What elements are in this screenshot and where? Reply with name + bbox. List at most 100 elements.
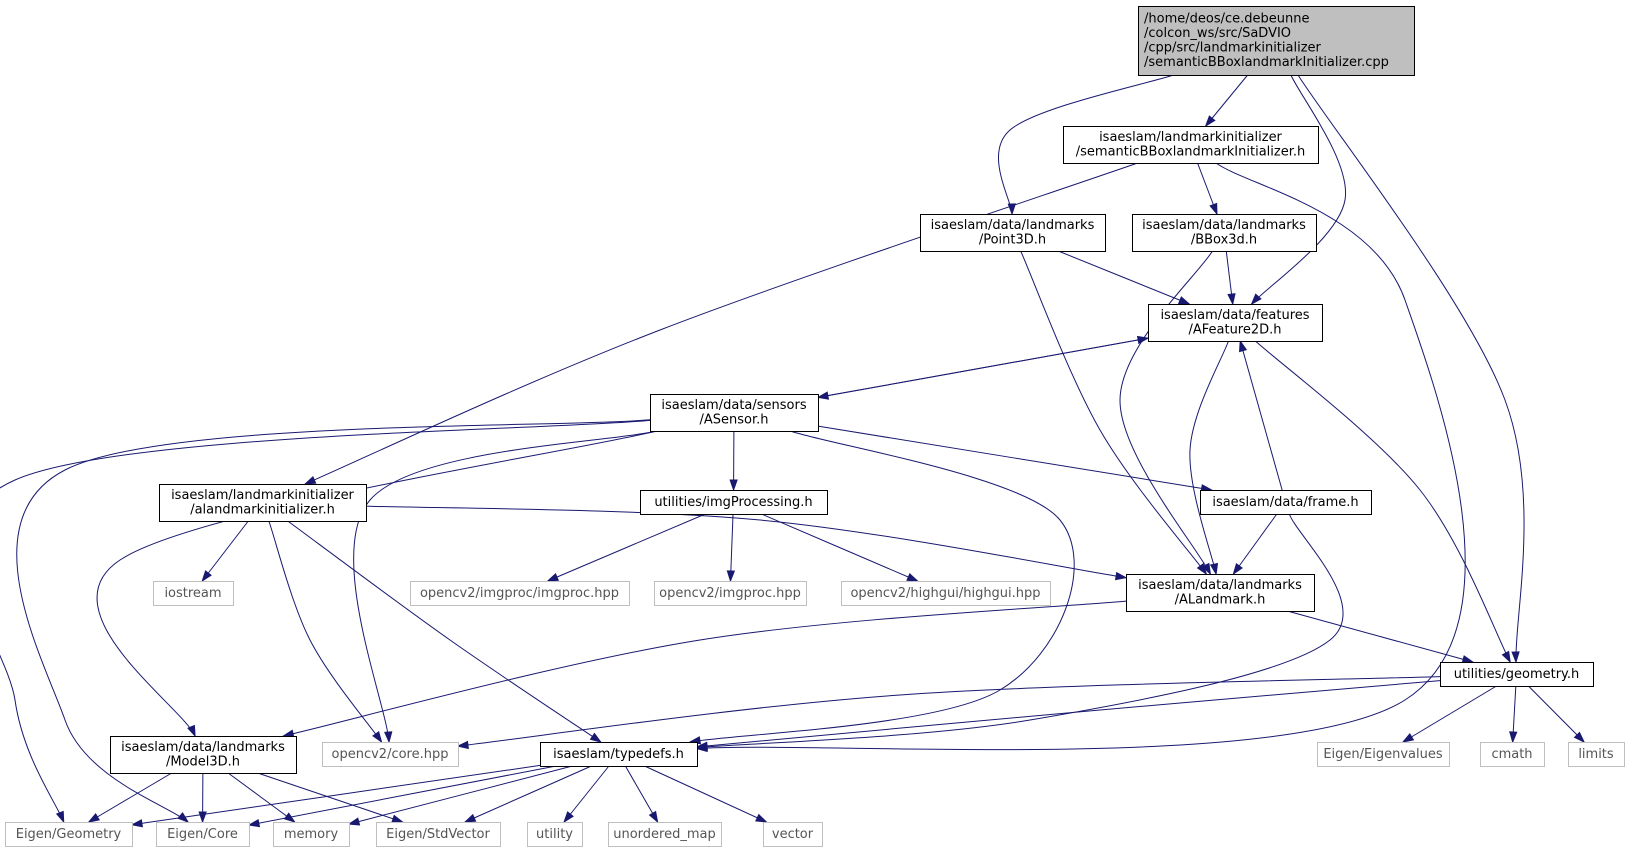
edge-geometry-to-limits [1528,685,1586,744]
edge-line [248,765,557,826]
arrowhead [55,810,65,824]
node-limits: limits [1568,742,1625,767]
node-eig-values: Eigen/Eigenvalues [1317,742,1450,767]
arrowhead [1232,563,1243,576]
node-box [650,394,819,432]
node-geometry[interactable]: utilities/geometry.h [1440,662,1594,687]
node-label-line: vector [772,827,814,842]
node-eig-geom: Eigen/Geometry [5,822,133,847]
node-label-line: opencv2/imgproc.hpp [659,586,801,601]
node-label-line: /alandmarkinitializer.h [190,503,335,518]
node-typedefs[interactable]: isaeslam/typedefs.h [540,742,698,767]
node-frame[interactable]: isaeslam/data/frame.h [1200,490,1372,515]
edge-frame-to-typedefs [695,513,1344,751]
node-vector: vector [763,822,823,847]
edge-line [287,520,602,743]
edge-line [88,772,172,823]
node-label-line: isaeslam/data/sensors [661,398,806,413]
node-eig-core: Eigen/Core [156,822,250,847]
edge-line [563,765,610,823]
node-bbox3d[interactable]: isaeslam/data/landmarks/BBox3d.h [1132,214,1317,252]
node-label-line: /Model3D.h [166,755,240,770]
edge-line [1287,610,1473,663]
arrowhead [1401,732,1415,743]
edge-line [348,765,573,825]
node-label-line: Eigen/Geometry [16,827,122,842]
node-box [159,484,367,522]
arrowhead [463,813,477,823]
arrowhead [1250,293,1262,306]
edge-line [1251,74,1347,305]
edge-semh-to-aland_init [303,162,1138,485]
edge-asensor-to-afeat [817,335,1150,398]
node-box [410,581,630,606]
node-cv-imgproc: opencv2/imgproc.hpp [654,581,807,606]
node-point3d[interactable]: isaeslam/data/landmarks/Point3D.h [920,214,1106,252]
edge-line [257,772,403,823]
node-label-line: isaeslam/landmarkinitializer [1099,130,1282,145]
edge-line [998,74,1174,215]
node-imgproc[interactable]: utilities/imgProcessing.h [640,490,828,515]
node-asensor[interactable]: isaeslam/data/sensors/ASensor.h [650,394,819,432]
arrowhead [695,741,708,751]
arrowhead [729,479,738,492]
node-label-line: isaeslam/data/landmarks [931,218,1095,233]
edge-line [464,765,592,823]
edge-line [353,430,658,743]
node-box [1317,742,1450,767]
edge-asensor-to-eig_geom [0,419,651,824]
node-label-line: /home/deos/ce.debeunne [1144,12,1309,27]
edge-src-to-geometry [1297,74,1525,664]
node-box [1132,214,1317,252]
edge-line [0,419,651,823]
edge-typedefs-to-unordered_map [624,765,659,824]
edge-geometry-to-eig_values [1401,685,1497,743]
node-model3d[interactable]: isaeslam/data/landmarks/Model3D.h [110,736,297,774]
node-label-line: /colcon_ws/src/SaDVIO [1144,26,1291,41]
edge-asensor-to-cv_core [353,430,658,744]
node-src[interactable]: /home/deos/ce.debeunne/colcon_ws/src/SaD… [1138,6,1415,76]
arrowhead [1209,202,1218,216]
node-box [322,742,459,767]
node-alandmark[interactable]: isaeslam/data/landmarks/ALandmark.h [1126,574,1315,612]
node-utility: utility [527,822,583,847]
node-memory: memory [273,822,350,847]
arrowhead [372,730,383,744]
edge-bbox3d-to-afeat [1225,250,1236,306]
node-box [1480,742,1545,767]
edge-line [365,505,1127,579]
node-label-line: isaeslam/typedefs.h [553,747,684,762]
arrowhead [648,810,659,824]
arrowhead [906,572,919,582]
node-semh[interactable]: isaeslam/landmarkinitializer/semanticBBo… [1063,126,1319,164]
node-box [5,822,133,847]
node-label-line: /cpp/src/landmarkinitializer [1144,41,1322,56]
arrowhead [391,814,404,823]
arrowhead [1501,650,1511,664]
edge-semh-to-bbox3d [1197,162,1218,216]
edge-asensor-to-imgproc [729,430,738,492]
node-cv-imgproc-imgproc: opencv2/imgproc/imgproc.hpp [410,581,630,606]
node-box [920,214,1106,252]
node-label-line: /ASensor.h [699,413,768,428]
node-label-line: isaeslam/data/landmarks [1142,218,1306,233]
node-label-line: unordered_map [613,827,716,842]
node-label-line: isaeslam/data/landmarks [1138,578,1302,593]
edge-model3d-to-eig_stdvec [257,772,404,823]
node-box [153,581,234,606]
node-label-line: /semanticBBoxlandmarkInitializer.h [1076,145,1305,160]
edge-line [1255,340,1511,663]
edge-line [817,337,1149,398]
node-box [527,822,583,847]
node-label-line: /ALandmark.h [1175,593,1266,608]
edge-geometry-to-cv_core [456,676,1441,750]
arrowhead [589,732,603,743]
node-afeat[interactable]: isaeslam/data/features/AFeature2D.h [1148,304,1323,342]
edge-alandmark-to-model3d [281,600,1127,738]
node-box [1138,6,1415,76]
edge-asensor-to-frame [817,425,1214,493]
arrowhead [1511,651,1520,664]
node-aland-init[interactable]: isaeslam/landmarkinitializer/alandmarkin… [159,484,367,522]
edge-geometry-to-typedefs [695,680,1441,751]
edge-line [1058,250,1190,305]
